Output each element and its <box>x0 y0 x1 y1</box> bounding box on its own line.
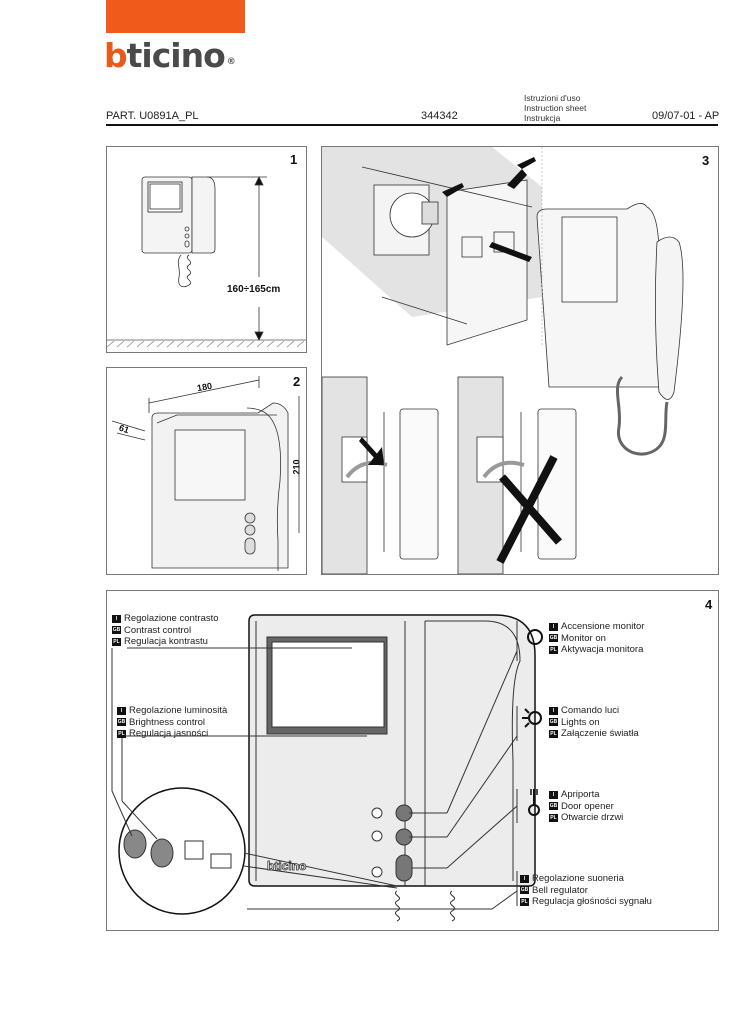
door-key-icon <box>528 789 540 816</box>
install-arrows <box>442 157 536 262</box>
lang-badge-gb: GB <box>117 718 126 727</box>
panel-1-illustration <box>107 176 306 348</box>
panel-2-dimensions: 2 180 61 210 <box>106 367 307 575</box>
lang-badge-it: I <box>117 706 126 715</box>
registered-mark: ® <box>226 57 236 67</box>
lang-badge-pl: PL <box>549 729 558 738</box>
label-pl: Załączenie światła <box>561 728 639 739</box>
lang-badge-it: I <box>520 874 529 883</box>
lang-badge-it: I <box>549 790 558 799</box>
panel-4-illustration <box>111 614 536 922</box>
part-number: PART. U0891A_PL <box>106 110 199 122</box>
panel-number: 3 <box>702 153 710 168</box>
label-gb: Door opener <box>561 800 614 812</box>
document-date: 09/07-01 - AP <box>652 110 720 122</box>
label-gb: Monitor on <box>561 632 606 644</box>
light-icon <box>522 708 542 728</box>
lang-badge-gb: GB <box>520 886 529 895</box>
height-label: 210 <box>291 459 302 475</box>
label-pl: Aktywacja monitora <box>561 644 644 655</box>
lang-badge-pl: PL <box>549 645 558 654</box>
bticino-logo: bticino® <box>104 36 236 75</box>
label-it: Regolazione suoneria <box>532 873 624 884</box>
lang-badge-it: I <box>112 614 121 623</box>
header-divider <box>106 124 718 126</box>
label-gb: Contrast control <box>124 624 192 636</box>
wrong-cross <box>496 455 563 564</box>
sheet-titles: Istruzioni d'uso Instruction sheet Instr… <box>524 93 586 123</box>
label-it: Comando luci <box>561 705 620 716</box>
lang-badge-it: I <box>549 622 558 631</box>
lang-badge-pl: PL <box>112 637 121 646</box>
label-gb: Brightness control <box>129 716 206 728</box>
lang-badge-pl: PL <box>117 729 126 738</box>
lang-badge-gb: GB <box>112 626 121 635</box>
panel-number: 2 <box>293 374 301 389</box>
label-it: Regolazione luminosità <box>129 705 228 716</box>
label-it: Apriporta <box>561 789 600 800</box>
label-pl: Regulacja jasności <box>129 728 209 739</box>
lang-badge-pl: PL <box>549 813 558 822</box>
brand-color-bar <box>106 0 245 33</box>
label-pl: Regulacja kontrastu <box>124 636 208 647</box>
logo-rest: ticino <box>126 36 226 75</box>
panel-number: 1 <box>290 152 298 167</box>
label-gb: Lights on <box>561 716 600 728</box>
mounting-height-label: 160÷165cm <box>227 284 281 295</box>
panel-2-illustration <box>111 376 300 571</box>
logo-b: b <box>104 36 128 75</box>
lang-badge-it: I <box>549 706 558 715</box>
monitor-on-icon <box>527 629 543 645</box>
label-it: Accensione monitor <box>561 621 645 632</box>
panel-3-illustration <box>322 147 684 574</box>
label-pl: Regulacja głośności sygnału <box>532 896 652 907</box>
cable-arrow <box>359 437 384 465</box>
label-pl: Otwarcie drzwi <box>561 812 624 823</box>
label-it: Regolazione contrasto <box>124 613 219 624</box>
product-code: 344342 <box>421 110 458 122</box>
lang-badge-gb: GB <box>549 718 558 727</box>
sheet-title-it: Istruzioni d'uso <box>524 93 581 103</box>
panel-1-mounting-height: 1 160÷165cm <box>106 146 307 353</box>
sheet-title-gb: Instruction sheet <box>524 103 587 113</box>
lang-badge-pl: PL <box>520 897 529 906</box>
sheet-title-pl: Instrukcja <box>524 113 561 123</box>
panel-3-installation: 3 <box>321 146 719 575</box>
lang-badge-gb: GB <box>549 634 558 643</box>
panel-number: 4 <box>705 597 713 612</box>
label-gb: Bell regulator <box>532 884 588 896</box>
floor-hatch <box>107 340 305 348</box>
lang-badge-gb: GB <box>549 802 558 811</box>
device-logo: bticino <box>267 859 307 874</box>
